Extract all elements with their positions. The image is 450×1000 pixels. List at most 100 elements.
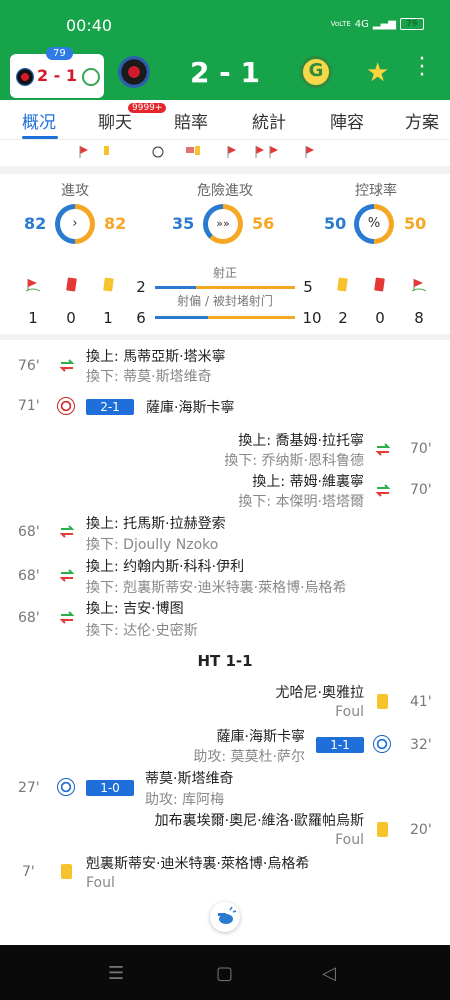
match-header: 79 2 - 1 2 - 1 G ★ ··· — [0, 46, 450, 100]
possession-title: 控球率 — [355, 183, 397, 199]
status-icons: VoLTE 4G ▂▄▆ 79 — [331, 18, 424, 30]
goal-ball-icon — [373, 735, 391, 753]
shots-off-home: 6 — [136, 309, 146, 327]
carded-player[interactable]: 尤哈尼·奧雅拉 — [275, 685, 364, 701]
battery-icon: 79 — [400, 18, 424, 30]
halftime-marker: HT 1-1 — [197, 652, 253, 670]
possession-home: 50 — [324, 214, 347, 233]
goal-scorer[interactable]: 薩庫·海斯卡寧 — [146, 400, 235, 416]
tab-stats[interactable]: 統計 — [252, 113, 286, 133]
event-minute: 20' — [410, 822, 432, 838]
tab-plan[interactable]: 方案 — [405, 113, 439, 133]
shots-on-bar — [155, 286, 295, 289]
home-yellow: 1 — [103, 309, 113, 327]
red-card-icon — [66, 277, 77, 292]
goal-scorer[interactable]: 薩庫·海斯卡寧 — [216, 729, 305, 745]
timeline-strip[interactable] — [0, 140, 450, 166]
away-crest-small-icon — [82, 68, 100, 86]
sub-in-player[interactable]: 換上: 约翰内斯·科科·伊利 — [86, 559, 245, 575]
carded-player[interactable]: 加布裏埃爾·奧尼·維洛·歐羅帕烏斯 — [154, 813, 364, 829]
tab-overview[interactable]: 概况 — [22, 113, 56, 133]
sub-out-player[interactable]: 換下: 剋裏斯蒂安·迪米特裏·萊格博·烏格希 — [86, 580, 347, 596]
chevron-right-icon: › — [60, 209, 90, 239]
sub-in-player[interactable]: 換上: 馬蒂亞斯·塔米寧 — [86, 349, 226, 365]
yellow-card-icon — [61, 864, 72, 879]
shots-off-label: 射偏 / 被封堵射门 — [177, 294, 273, 308]
sub-out-player[interactable]: 換下: Djoully Nzoko — [86, 537, 219, 553]
shots-on-label: 射正 — [212, 266, 237, 280]
event-minute: 7' — [22, 864, 35, 880]
section-gap — [0, 166, 450, 174]
event-minute: 68' — [18, 568, 40, 584]
home-crest-small-icon — [16, 68, 34, 86]
card-reason: Foul — [86, 875, 115, 891]
sub-in-player[interactable]: 換上: 喬基姆·拉托寧 — [238, 433, 364, 449]
shots-on-away: 5 — [303, 278, 313, 296]
status-bar: 00:40 VoLTE 4G ▂▄▆ 79 — [0, 0, 450, 46]
signal-icon: 4G — [354, 18, 369, 30]
sub-in-player[interactable]: 換上: 托馬斯·拉赫登索 — [86, 516, 226, 532]
goal-scorer[interactable]: 蒂莫·斯塔维奇 — [145, 771, 234, 787]
mini-score-card[interactable]: 79 2 - 1 — [10, 47, 104, 98]
status-time: 00:40 — [66, 16, 113, 35]
yellow-card-icon — [103, 277, 114, 292]
home-team-crest-icon[interactable] — [118, 56, 150, 88]
menu-icon[interactable]: ☰ — [108, 963, 125, 984]
sub-out-player[interactable]: 換下: 达伦·史密斯 — [86, 623, 198, 639]
event-minute: 27' — [18, 780, 40, 796]
tab-bar: 概况 聊天 賠率 統計 陣容 方案 — [0, 100, 450, 140]
tab-odds[interactable]: 賠率 — [174, 113, 208, 133]
goal-assist[interactable]: 助攻: 库阿梅 — [145, 792, 225, 808]
event-minute: 41' — [410, 694, 432, 710]
whistle-icon[interactable] — [210, 902, 240, 932]
event-minute: 71' — [18, 398, 40, 414]
tab-chat[interactable]: 聊天 — [98, 113, 132, 133]
yellow-card-icon — [337, 277, 348, 292]
home-icon[interactable]: ▢ — [216, 963, 234, 984]
danger-dial: »» — [203, 204, 243, 244]
away-team-crest-icon[interactable]: G — [300, 56, 332, 88]
back-icon[interactable]: ◁ — [322, 963, 336, 984]
attack-away: 82 — [104, 214, 127, 233]
sub-out-player[interactable]: 換下: 本傑明·塔塔爾 — [238, 494, 364, 510]
substitution-icon — [59, 359, 75, 372]
attack-home: 82 — [24, 214, 47, 233]
carded-player[interactable]: 剋裏斯蒂安·迪米特裏·萊格博·烏格希 — [86, 856, 310, 872]
sub-out-player[interactable]: 換下: 乔纳斯·恩科鲁德 — [224, 453, 364, 469]
match-score: 2 - 1 — [189, 56, 261, 89]
active-tab-indicator — [22, 136, 58, 139]
danger-title: 危險進攻 — [197, 183, 253, 199]
goal-ball-icon — [57, 778, 75, 796]
signal-bars-icon: ▂▄▆ — [372, 18, 396, 30]
goal-assist[interactable]: 助攻: 莫莫杜·萨尔 — [193, 749, 305, 765]
home-corners: 1 — [28, 309, 38, 327]
favorite-star-icon[interactable]: ★ — [366, 58, 390, 88]
danger-home: 35 — [172, 214, 195, 233]
home-red: 0 — [66, 309, 76, 327]
section-gap — [0, 334, 450, 342]
substitution-icon — [59, 525, 75, 538]
attack-title: 進攻 — [61, 183, 89, 199]
substitution-icon — [375, 443, 391, 456]
shots-off-away: 10 — [302, 309, 322, 327]
event-minute: 68' — [18, 610, 40, 626]
match-stats-panel: 進攻 危險進攻 控球率 82 › 82 35 »» 56 50 % 50 1 0… — [0, 174, 450, 334]
event-minute: 32' — [410, 737, 432, 753]
event-minute: 70' — [410, 482, 432, 498]
goal-score-badge: 1-0 — [86, 780, 134, 796]
substitution-icon — [59, 611, 75, 624]
minute-badge: 79 — [46, 47, 73, 60]
red-card-icon — [374, 277, 385, 292]
corner-flag-icon — [411, 279, 427, 292]
event-minute: 76' — [18, 358, 40, 374]
tab-lineup[interactable]: 陣容 — [330, 113, 364, 133]
goal-score-badge: 2-1 — [86, 399, 134, 415]
sub-in-player[interactable]: 換上: 蒂姆·維裏寧 — [252, 474, 364, 490]
shots-on-home: 2 — [136, 278, 146, 296]
sub-out-player[interactable]: 換下: 蒂莫·斯塔维奇 — [86, 369, 212, 385]
more-options-icon[interactable]: ··· — [418, 47, 426, 88]
sub-in-player[interactable]: 換上: 吉安·博图 — [86, 601, 184, 617]
shots-off-bar-home — [155, 316, 208, 319]
substitution-icon — [375, 484, 391, 497]
away-red: 0 — [375, 309, 385, 327]
